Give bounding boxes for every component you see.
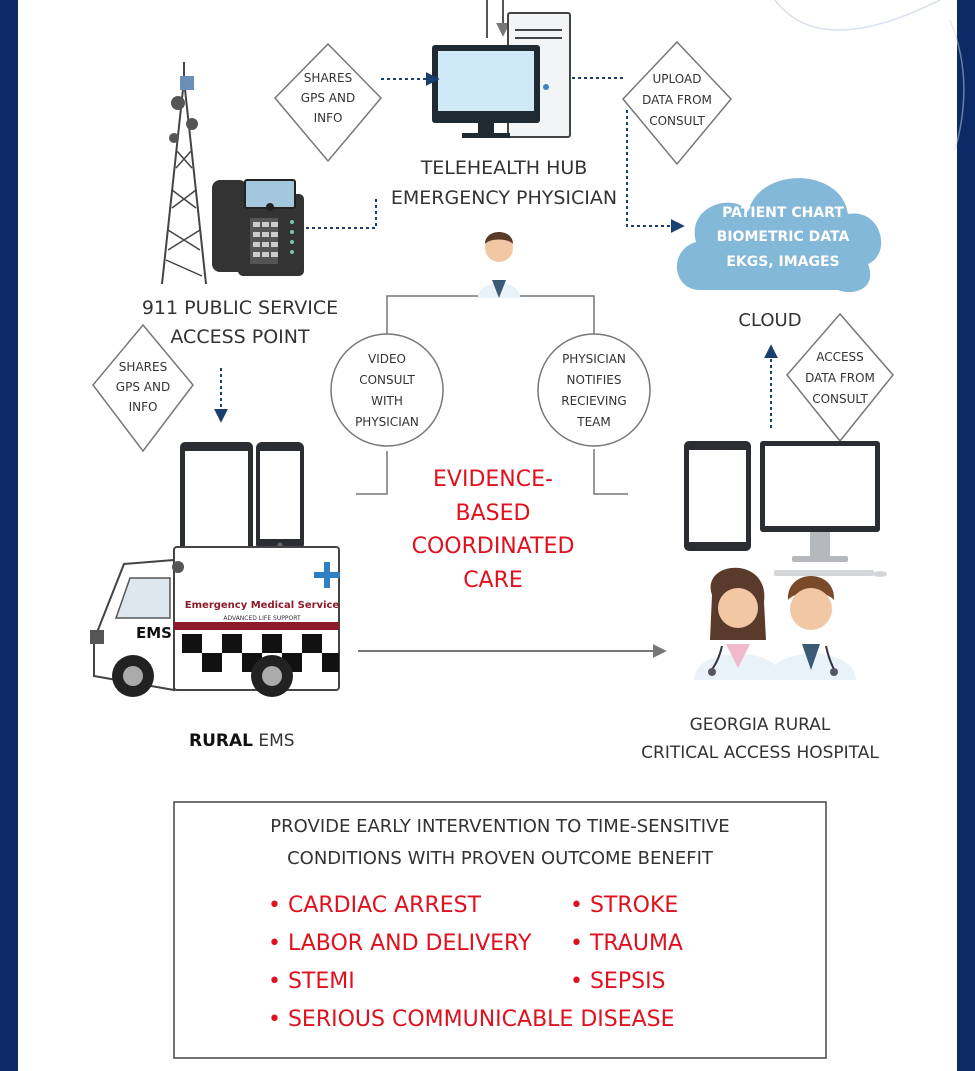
diamond-shares-left: SHARES GPS AND INFO xyxy=(92,323,194,453)
diamond-shares-top: SHARES GPS AND INFO xyxy=(273,42,383,163)
circle-text: RECIEVING xyxy=(561,394,626,408)
ambulance-subtitle: ADVANCED LIFE SUPPORT xyxy=(223,615,301,622)
condition-item: • SEPSIS xyxy=(570,969,666,994)
box-heading-1: PROVIDE EARLY INTERVENTION TO TIME-SENSI… xyxy=(270,816,729,837)
ambulance-title: Emergency Medical Service xyxy=(185,600,340,611)
diamond-text: GPS AND xyxy=(116,380,170,394)
desk-phone-icon xyxy=(212,179,304,276)
diamond-upload: UPLOAD DATA FROM CONSULT xyxy=(621,40,733,166)
condition-item: • SERIOUS COMMUNICABLE DISEASE xyxy=(268,1007,675,1032)
circle-text: CONSULT xyxy=(359,373,415,387)
center-line-2: BASED xyxy=(456,501,531,526)
diamond-text: DATA FROM xyxy=(805,371,875,385)
circle-text: PHYSICIAN xyxy=(355,415,419,429)
circle-text: WITH xyxy=(371,394,403,408)
female-doctor-icon xyxy=(694,567,782,680)
radio-tower-icon xyxy=(161,62,207,285)
condition-item: • TRAUMA xyxy=(570,931,683,956)
connector-line xyxy=(356,451,388,495)
arrow-to-cloud xyxy=(626,110,685,233)
computer-icon xyxy=(432,12,571,138)
hub-subtitle: EMERGENCY PHYSICIAN xyxy=(391,187,617,209)
male-doctor-icon xyxy=(768,576,856,680)
diamond-text: INFO xyxy=(314,111,343,125)
diamond-text: CONSULT xyxy=(649,114,705,128)
decorative-arc xyxy=(774,0,941,31)
circle-text: NOTIFIES xyxy=(567,373,622,387)
condition-item: • STEMI xyxy=(268,969,355,994)
diamond-text: INFO xyxy=(129,400,158,414)
cloud-label: CLOUD xyxy=(738,310,801,331)
physician-icon xyxy=(478,232,520,298)
hub-title: TELEHEALTH HUB xyxy=(420,157,588,179)
ems-badge: EMS xyxy=(136,624,172,642)
cloud-line-3: EKGS, IMAGES xyxy=(726,254,839,270)
condition-item: • LABOR AND DELIVERY xyxy=(268,931,532,956)
cloud-line-1: PATIENT CHART xyxy=(722,205,844,221)
center-line-4: CARE xyxy=(463,568,523,593)
hospital-label-2: CRITICAL ACCESS HOSPITAL xyxy=(641,743,879,763)
cloud-line-2: BIOMETRIC DATA xyxy=(717,229,850,245)
box-heading-2: CONDITIONS WITH PROVEN OUTCOME BENEFIT xyxy=(287,848,714,869)
circle-physician-notifies: PHYSICIAN NOTIFIES RECIEVING TEAM xyxy=(537,333,651,447)
circle-text: PHYSICIAN xyxy=(562,352,626,366)
circle-text: VIDEO xyxy=(368,352,406,366)
diamond-text: GPS AND xyxy=(301,91,355,105)
diamond-text: SHARES xyxy=(119,360,167,374)
phone-to-hub-line xyxy=(300,196,377,229)
tablet-icon xyxy=(180,442,253,554)
diamond-text: CONSULT xyxy=(812,392,868,406)
center-line-1: EVIDENCE- xyxy=(433,467,553,492)
center-line-3: COORDINATED xyxy=(412,534,575,559)
psap-title: 911 PUBLIC SERVICE xyxy=(142,297,338,319)
diamond-text: ACCESS xyxy=(816,350,864,364)
condition-item: • STROKE xyxy=(570,893,678,918)
outcome-box xyxy=(173,801,827,1059)
diamond-text: UPLOAD xyxy=(653,72,702,86)
smartphone-icon xyxy=(256,442,304,550)
monitor-icon xyxy=(760,441,887,577)
connector-line xyxy=(593,449,628,495)
decorative-arc xyxy=(949,19,965,151)
diamond-text: SHARES xyxy=(304,71,352,85)
hospital-tablet-icon xyxy=(684,441,751,551)
circle-video-consult: VIDEO CONSULT WITH PHYSICIAN xyxy=(330,333,444,447)
diamond-access: ACCESS DATA FROM CONSULT xyxy=(786,312,894,443)
condition-item: • CARDIAC ARREST xyxy=(268,893,482,918)
cloud-icon xyxy=(676,178,882,293)
psap-subtitle: ACCESS POINT xyxy=(170,326,310,348)
diamond-text: DATA FROM xyxy=(642,93,712,107)
hospital-label-1: GEORGIA RURAL xyxy=(690,715,831,735)
circle-text: TEAM xyxy=(576,415,610,429)
rural-ems-label: RURAL EMS xyxy=(189,731,295,751)
ambulance-icon: Emergency Medical Service ADVANCED LIFE … xyxy=(90,546,340,697)
